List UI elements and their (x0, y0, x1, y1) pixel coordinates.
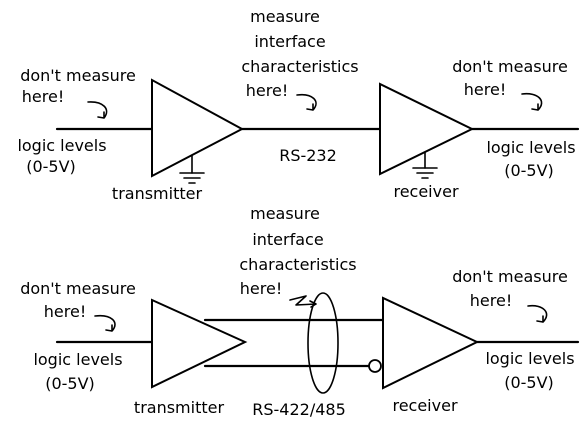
top-left-pointer-arrow-icon (87, 101, 108, 119)
top-left-levels-line2: (0-5V) (26, 157, 76, 176)
top-left-note-line1: don't measure (20, 66, 136, 85)
top-right-pointer-arrow-icon (521, 92, 543, 111)
bottom-right-pointer-arrow-icon (527, 304, 548, 323)
bottom-pair-ellipse (307, 292, 339, 394)
top-left-note-line2: here! (22, 87, 64, 106)
bottom-left-pointer-arrow-icon (94, 314, 116, 332)
bottom-right-levels-line1: logic levels (485, 349, 574, 368)
bottom-center-note-line4: here! (240, 279, 282, 298)
bottom-link-label: RS-422/485 (252, 400, 346, 419)
bottom-receiver-symbol (382, 296, 480, 390)
bottom-left-levels-line1: logic levels (33, 350, 122, 369)
bottom-right-levels-line2: (0-5V) (504, 373, 554, 392)
bottom-center-note-line2: interface (252, 230, 323, 249)
bottom-left-note-line1: don't measure (20, 279, 136, 298)
bottom-center-note-line1: measure (250, 204, 320, 223)
top-receiver-label: receiver (393, 182, 458, 201)
bottom-left-levels-line2: (0-5V) (45, 374, 95, 393)
top-center-note-line4: here! (246, 81, 288, 100)
top-transmitter-label: transmitter (112, 184, 203, 203)
rs422-panel: don't measure here! logic levels (0-5V) … (20, 204, 580, 419)
top-link-label: RS-232 (279, 146, 337, 165)
top-center-note-line3: characteristics (241, 57, 358, 76)
top-transmitter-symbol (151, 78, 245, 178)
top-receiver-ground-icon (412, 151, 438, 179)
top-right-levels-line2: (0-5V) (504, 161, 554, 180)
top-center-note-line1: measure (250, 7, 320, 26)
bottom-transmitter-symbol (151, 298, 248, 389)
bottom-left-note-line2: here! (44, 302, 86, 321)
top-transmitter-ground-icon (179, 154, 205, 184)
top-right-note-line2: here! (464, 80, 506, 99)
bottom-receiver-label: receiver (392, 396, 457, 415)
bottom-transmitter-label: transmitter (134, 398, 225, 417)
bottom-center-pointer-arrow-icon (289, 295, 317, 308)
top-receiver-symbol (379, 82, 475, 176)
top-center-note-line2: interface (254, 32, 325, 51)
bottom-right-note-line2: here! (470, 291, 512, 310)
rs232-panel: don't measure here! logic levels (0-5V) … (17, 7, 580, 203)
top-right-note-line1: don't measure (452, 57, 568, 76)
bottom-center-note-line3: characteristics (239, 255, 356, 274)
top-left-levels-line1: logic levels (17, 136, 106, 155)
top-right-levels-line1: logic levels (486, 138, 575, 157)
bottom-inverting-input-bubble (368, 359, 382, 373)
top-center-pointer-arrow-icon (296, 93, 317, 111)
bottom-right-note-line1: don't measure (452, 267, 568, 286)
